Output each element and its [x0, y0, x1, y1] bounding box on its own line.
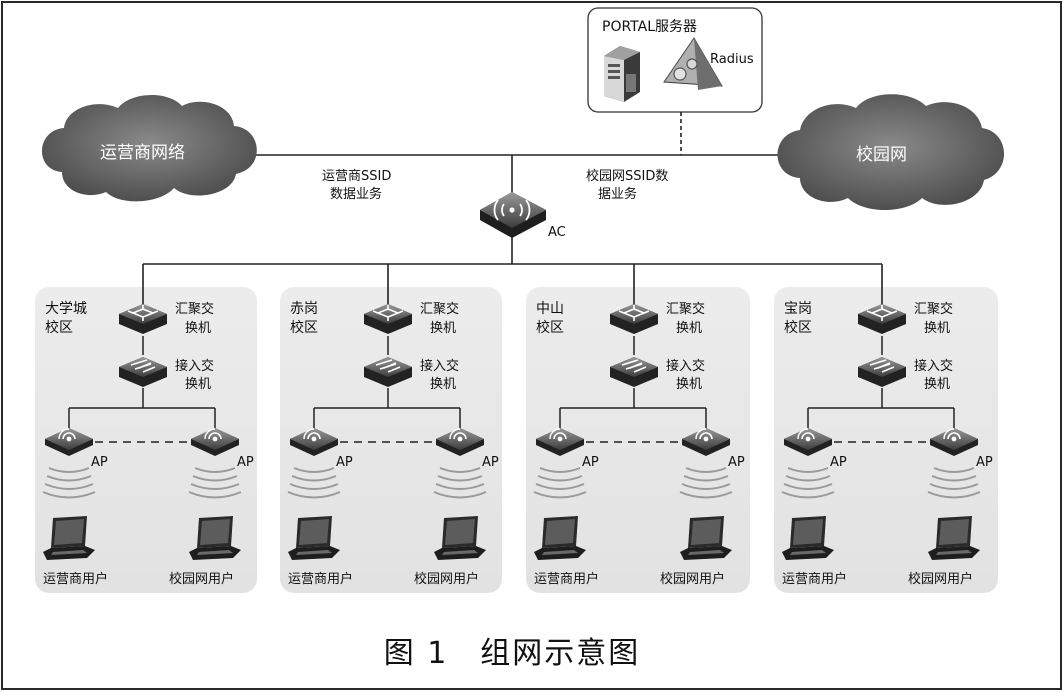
access-switch-label-line1: 接入交	[666, 358, 705, 374]
user-left-label: 运营商用户	[782, 571, 847, 587]
user-right-label: 校园网用户	[169, 571, 234, 587]
aggregation-switch-label-line2: 换机	[430, 321, 456, 336]
user-left-label: 运营商用户	[288, 571, 353, 587]
user-right-label: 校园网用户	[414, 571, 479, 587]
campus-panel-3	[526, 287, 750, 593]
carrier-ssid-label-line1: 运营商SSID	[322, 169, 391, 184]
campus-panel-4	[774, 287, 998, 593]
ap-right-label: AP	[237, 455, 254, 470]
access-switch-label-line2: 换机	[185, 377, 211, 392]
user-left-label: 运营商用户	[534, 571, 599, 587]
campus-name-line2: 校区	[290, 319, 318, 336]
carrier-cloud-label: 运营商网络	[100, 143, 185, 163]
campus-ssid-label-line2: 据业务	[598, 186, 637, 202]
radius-icon	[663, 37, 723, 90]
ap-right-label: AP	[728, 455, 745, 470]
radius-label: Radius	[710, 52, 754, 67]
campus-name-line1: 中山	[536, 301, 564, 317]
ap-left-label: AP	[582, 455, 599, 470]
campus-name-line1: 宝岗	[784, 301, 812, 317]
access-switch-label-line1: 接入交	[175, 358, 214, 374]
user-right-label: 校园网用户	[908, 571, 973, 587]
aggregation-switch-label-line2: 换机	[924, 321, 950, 336]
access-switch-label-line1: 接入交	[420, 358, 459, 374]
user-left-label: 运营商用户	[43, 571, 108, 587]
campus-name-line1: 赤岗	[290, 301, 318, 317]
carrier-ssid-label-line2: 数据业务	[330, 186, 382, 202]
campus-name-line2: 校区	[784, 319, 812, 336]
aggregation-switch-label-line2: 换机	[185, 321, 211, 336]
ap-right-label: AP	[482, 455, 499, 470]
campus-network-cloud: 校园网	[777, 94, 1005, 210]
campus-name-line2: 校区	[536, 319, 564, 336]
ap-left-label: AP	[336, 455, 353, 470]
ac-label: AC	[548, 225, 566, 240]
access-switch-label-line2: 换机	[676, 377, 702, 392]
ap-left-label: AP	[830, 455, 847, 470]
access-switch-label-line2: 换机	[430, 377, 456, 392]
figure-caption: 图 1 组网示意图	[384, 636, 641, 671]
access-switch-label-line2: 换机	[924, 377, 950, 392]
ap-left-label: AP	[91, 455, 108, 470]
campus-ssid-label-line1: 校园网SSID数	[586, 168, 668, 184]
aggregation-switch-label-line1: 汇聚交	[175, 301, 214, 317]
aggregation-switch-label-line1: 汇聚交	[420, 301, 459, 317]
aggregation-switch-label-line1: 汇聚交	[666, 301, 705, 317]
campus-name-line1: 大学城	[45, 301, 87, 317]
server-icon	[604, 46, 640, 102]
aggregation-switch-label-line2: 换机	[676, 321, 702, 336]
portal-server-box: PORTAL服务器 Radius	[587, 7, 763, 113]
campus-panel-1	[35, 287, 257, 593]
wifi-icon	[493, 199, 531, 221]
campus-panels	[35, 287, 998, 593]
carrier-network-cloud: 运营商网络	[41, 94, 257, 202]
user-right-label: 校园网用户	[660, 571, 725, 587]
portal-title: PORTAL服务器	[602, 19, 697, 35]
core-links	[142, 112, 883, 305]
campus-panel-2	[280, 287, 502, 593]
access-switch-label-line1: 接入交	[914, 358, 953, 374]
campus-cloud-label: 校园网	[856, 145, 907, 165]
ap-right-label: AP	[976, 455, 993, 470]
campus-name-line2: 校区	[45, 319, 73, 336]
ac-controller: AC	[480, 192, 566, 240]
aggregation-switch-label-line1: 汇聚交	[914, 301, 953, 317]
